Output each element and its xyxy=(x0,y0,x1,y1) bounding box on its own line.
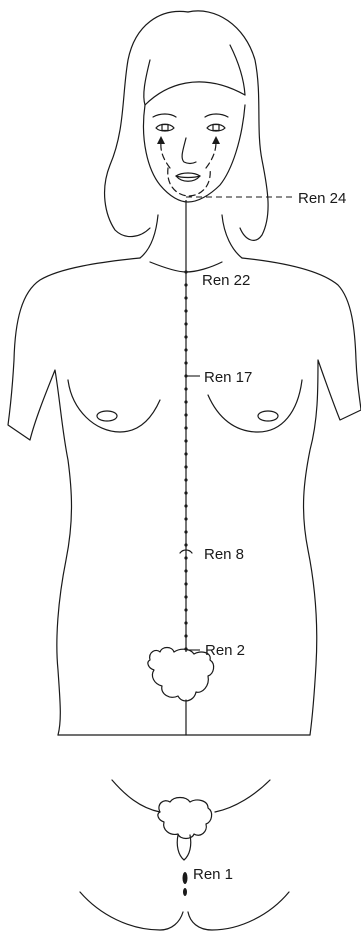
left-arrow-icon xyxy=(157,136,165,144)
inset-buttock-left xyxy=(80,892,183,930)
face-outline xyxy=(143,105,245,202)
chin-dashed-outline xyxy=(168,168,211,196)
left-eye-dashed-path xyxy=(161,142,170,168)
inset-right-curve xyxy=(215,780,270,812)
label-leaders xyxy=(186,197,292,650)
left-eyebrow xyxy=(153,114,176,117)
label-ren1: Ren 1 xyxy=(193,866,233,883)
meridian-dot xyxy=(184,452,187,455)
collarbone-right xyxy=(186,262,222,272)
meridian-dot xyxy=(184,595,187,598)
breast-left xyxy=(68,380,160,432)
nose xyxy=(182,138,196,164)
neck-left xyxy=(140,215,158,258)
meridian-dot xyxy=(184,517,187,520)
left-areola xyxy=(97,411,117,421)
left-pupil-icon xyxy=(162,125,168,131)
meridian-dot xyxy=(184,634,187,637)
meridian-dot xyxy=(184,439,187,442)
meridian-dot xyxy=(184,478,187,481)
face xyxy=(143,105,245,202)
meridian-dot xyxy=(184,361,187,364)
ren1-point-mark xyxy=(183,872,188,884)
inset-buttock-right xyxy=(188,892,289,930)
torso xyxy=(8,215,361,735)
meridian-dot xyxy=(184,569,187,572)
label-ren8: Ren 8 xyxy=(204,546,244,563)
meridian-dot xyxy=(184,582,187,585)
label-ren22: Ren 22 xyxy=(202,272,250,289)
meridian-dot xyxy=(184,491,187,494)
meridian-dot xyxy=(184,621,187,624)
right-arrow-icon xyxy=(212,136,220,144)
inset-pubic-hair xyxy=(158,798,212,839)
hair-left-outline xyxy=(105,11,188,236)
hair-strand-2 xyxy=(230,45,245,95)
perineum-inset xyxy=(80,780,289,930)
meridian-dot xyxy=(184,504,187,507)
mouth-line xyxy=(176,176,200,178)
meridian-dot xyxy=(184,309,187,312)
right-pupil-icon xyxy=(213,125,219,131)
collarbone-left xyxy=(150,262,186,272)
meridian-dot xyxy=(184,348,187,351)
label-ren17: Ren 17 xyxy=(204,369,252,386)
meridian-dot xyxy=(184,283,187,286)
right-eye-dashed-path xyxy=(206,142,216,168)
meridian-dot xyxy=(184,400,187,403)
label-ren24: Ren 24 xyxy=(298,190,346,207)
body-outline-right xyxy=(242,258,361,735)
pubic-hair xyxy=(148,648,214,701)
meridian-dot xyxy=(184,556,187,559)
label-ren2: Ren 2 xyxy=(205,642,245,659)
hair-strand-1 xyxy=(144,60,150,105)
mouth-upper xyxy=(176,173,200,176)
meridian-dot xyxy=(184,322,187,325)
meridian-dot xyxy=(184,387,187,390)
right-eyebrow xyxy=(205,114,228,117)
meridian-dot xyxy=(184,543,187,546)
meridian-dot xyxy=(184,270,187,273)
inset-left-curve xyxy=(112,780,160,812)
meridian-dot xyxy=(184,426,187,429)
right-areola xyxy=(258,411,278,421)
meridian-dot xyxy=(184,530,187,533)
meridian-dot xyxy=(184,335,187,338)
meridian-dot xyxy=(184,465,187,468)
breast-right xyxy=(208,380,302,432)
ren1-point-mark-lower xyxy=(183,888,187,896)
meridian-dot xyxy=(184,296,187,299)
hair-fringe xyxy=(145,82,245,105)
body-outline-left xyxy=(8,258,140,735)
hair-right-outline xyxy=(188,11,268,240)
meridian-dot xyxy=(184,413,187,416)
neck-right xyxy=(222,215,242,258)
meridian-dot xyxy=(184,608,187,611)
